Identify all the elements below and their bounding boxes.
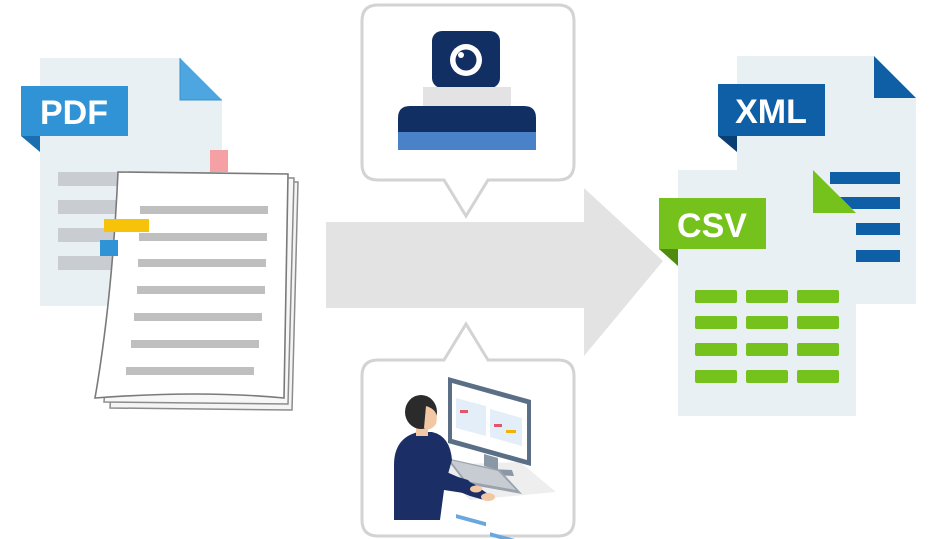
scanner-bubble [360, 3, 576, 219]
csv-label-tab [659, 198, 766, 249]
scanner-icon [398, 31, 536, 150]
operator-bubble [360, 321, 576, 539]
sticky-tab-pink [210, 150, 228, 172]
right-arrow-icon [326, 188, 663, 356]
sticky-note-yellow [104, 219, 149, 232]
xml-label: XML [735, 93, 807, 131]
paper-document-stack-icon [94, 150, 299, 411]
pdf-label-tab [21, 86, 128, 136]
csv-document-icon: CSV [659, 170, 856, 416]
pdf-label: PDF [40, 94, 108, 132]
xml-label-tab [718, 84, 825, 136]
sticky-note-blue [100, 240, 118, 256]
csv-label: CSV [677, 207, 747, 245]
person-at-computer-icon [394, 377, 556, 539]
